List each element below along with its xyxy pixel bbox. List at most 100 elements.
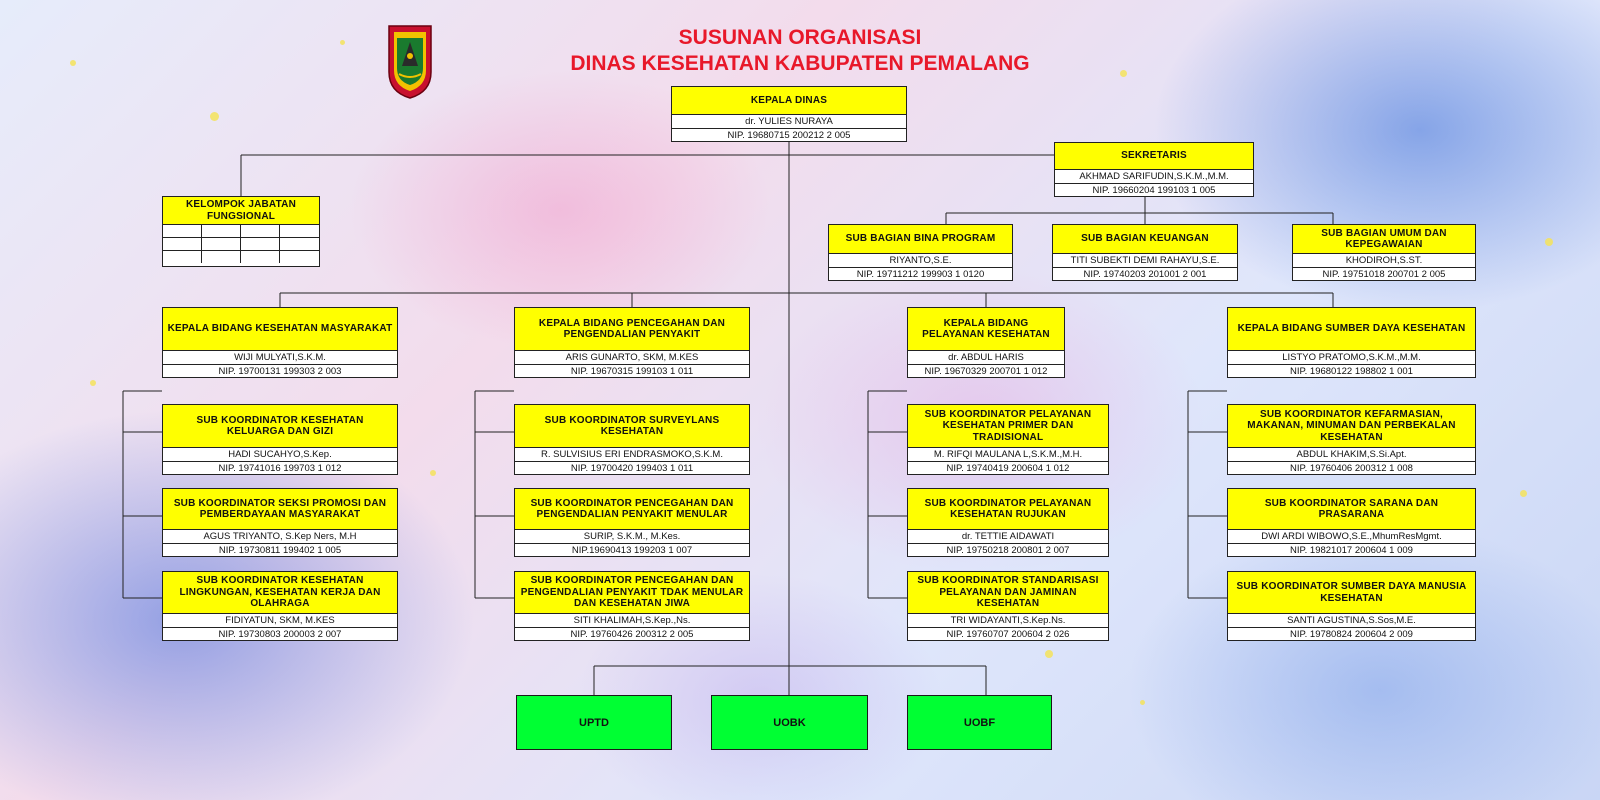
box-title: KEPALA BIDANG PELAYANAN KESEHATAN (908, 308, 1064, 351)
box-title: SUB KOORDINATOR SUMBER DAYA MANUSIA KESE… (1228, 572, 1475, 614)
sekretaris-box: SEKRETARIS AKHMAD SARIFUDIN,S.K.M.,M.M. … (1054, 142, 1254, 197)
box-title: SUB KOORDINATOR PELAYANAN KESEHATAN PRIM… (908, 405, 1108, 448)
official-name: AKHMAD SARIFUDIN,S.K.M.,M.M. (1055, 170, 1253, 184)
unit-uobk-box: UOBK (711, 695, 868, 750)
official-nip: NIP. 19740203 201001 2 001 (1083, 269, 1207, 280)
official-nip: NIP. 19741016 199703 1 012 (218, 463, 342, 474)
official-name: ARIS GUNARTO, SKM, M.KES (515, 351, 749, 365)
regency-crest-icon (388, 25, 432, 99)
official-nip: NIP. 19680715 200212 2 005 (727, 130, 851, 141)
box-title: KEPALA BIDANG PENCEGAHAN DAN PENGENDALIA… (515, 308, 749, 351)
official-name: TRI WIDAYANTI,S.Kep.Ns. (908, 614, 1108, 628)
official-nip: NIP. 19730811 199402 1 005 (218, 545, 342, 556)
page-title-line2: DINAS KESEHATAN KABUPATEN PEMALANG (570, 52, 1030, 75)
sub-koordinator-box: SUB KOORDINATOR STANDARISASI PELAYANAN D… (907, 571, 1109, 641)
box-title: SUB KOORDINATOR PELAYANAN KESEHATAN RUJU… (908, 489, 1108, 530)
official-name: RIYANTO,S.E. (829, 254, 1012, 268)
official-nip: NIP. 19680122 198802 1 001 (1290, 366, 1413, 377)
sub-bagian-keuangan-box: SUB BAGIAN KEUANGAN TITI SUBEKTI DEMI RA… (1052, 224, 1238, 281)
official-nip: NIP. 19760406 200312 1 008 (1290, 463, 1413, 474)
sparkle (1545, 238, 1553, 246)
box-title: SUB KOORDINATOR KESEHATAN LINGKUNGAN, KE… (163, 572, 397, 614)
box-title: KELOMPOK JABATAN FUNGSIONAL (163, 197, 319, 225)
official-nip: NIP. 19750218 200801 2 007 (946, 545, 1070, 556)
sub-koordinator-box: SUB KOORDINATOR SURVEYLANS KESEHATAN R. … (514, 404, 750, 475)
sub-koordinator-box: SUB KOORDINATOR SARANA DAN PRASARANA DWI… (1227, 488, 1476, 557)
sparkle (1045, 650, 1053, 658)
box-title: SUB KOORDINATOR STANDARISASI PELAYANAN D… (908, 572, 1108, 614)
box-title: KEPALA DINAS (672, 87, 906, 115)
sparkle (1140, 700, 1145, 705)
fungsional-box: KELOMPOK JABATAN FUNGSIONAL (162, 196, 320, 267)
sub-koordinator-box: SUB KOORDINATOR KESEHATAN KELUARGA DAN G… (162, 404, 398, 475)
sub-koordinator-box: SUB KOORDINATOR KEFARMASIAN, MAKANAN, MI… (1227, 404, 1476, 475)
box-title: SUB BAGIAN KEUANGAN (1053, 225, 1237, 254)
sub-koordinator-box: SUB KOORDINATOR PENCEGAHAN DAN PENGENDAL… (514, 488, 750, 557)
official-nip: NIP. 19660204 199103 1 005 (1092, 185, 1216, 196)
box-title: SUB KOORDINATOR PENCEGAHAN DAN PENGENDAL… (515, 572, 749, 614)
official-nip: NIP. 19711212 199903 1 0120 (856, 269, 985, 280)
sub-koordinator-box: SUB KOORDINATOR PENCEGAHAN DAN PENGENDAL… (514, 571, 750, 641)
sub-koordinator-box: SUB KOORDINATOR PELAYANAN KESEHATAN PRIM… (907, 404, 1109, 475)
sparkle (90, 380, 96, 386)
official-nip: NIP. 19700420 199403 1 011 (570, 463, 694, 474)
official-name: SANTI AGUSTINA,S.Sos,M.E. (1228, 614, 1475, 628)
box-title: SUB KOORDINATOR PENCEGAHAN DAN PENGENDAL… (515, 489, 749, 530)
bidang-sdk-box: KEPALA BIDANG SUMBER DAYA KESEHATAN LIST… (1227, 307, 1476, 378)
sub-koordinator-box: SUB KOORDINATOR SEKSI PROMOSI DAN PEMBER… (162, 488, 398, 557)
official-nip: NIP. 19760707 200604 2 026 (946, 629, 1070, 640)
official-name: ABDUL KHAKIM,S.Si.Apt. (1228, 448, 1475, 462)
box-title: SEKRETARIS (1055, 143, 1253, 170)
box-title: SUB KOORDINATOR KESEHATAN KELUARGA DAN G… (163, 405, 397, 448)
sparkle (70, 60, 76, 66)
box-title: SUB BAGIAN UMUM DAN KEPEGAWAIAN (1293, 225, 1475, 254)
box-title: SUB BAGIAN BINA PROGRAM (829, 225, 1012, 254)
official-name: WIJI MULYATI,S.K.M. (163, 351, 397, 365)
official-nip: NIP.19690413 199203 1 007 (571, 545, 693, 556)
official-nip: NIP. 19670315 199103 1 011 (570, 366, 694, 377)
official-name: KHODIROH,S.ST. (1293, 254, 1475, 268)
official-name: DWI ARDI WIBOWO,S.E.,MhumResMgmt. (1228, 530, 1475, 544)
box-title: SUB KOORDINATOR SURVEYLANS KESEHATAN (515, 405, 749, 448)
bidang-kesmas-box: KEPALA BIDANG KESEHATAN MASYARAKAT WIJI … (162, 307, 398, 378)
official-nip: NIP. 19751018 200701 2 005 (1322, 269, 1446, 280)
official-name: R. SULVISIUS ERI ENDRASMOKO,S.K.M. (515, 448, 749, 462)
official-name: dr. YULIES NURAYA (672, 115, 906, 129)
official-nip: NIP. 19700131 199303 2 003 (218, 366, 342, 377)
box-title: SUB KOORDINATOR SARANA DAN PRASARANA (1228, 489, 1475, 530)
page-title-line1: SUSUNAN ORGANISASI (678, 26, 922, 49)
sparkle (1520, 490, 1527, 497)
bidang-p2p-box: KEPALA BIDANG PENCEGAHAN DAN PENGENDALIA… (514, 307, 750, 378)
sparkle (340, 40, 345, 45)
official-nip: NIP. 19760426 200312 2 005 (570, 629, 694, 640)
official-nip: NIP. 19740419 200604 1 012 (946, 463, 1070, 474)
official-nip: NIP. 19780824 200604 2 009 (1290, 629, 1413, 640)
official-name: AGUS TRIYANTO, S.Kep Ners, M.H (163, 530, 397, 544)
official-nip: NIP. 19670329 200701 1 012 (924, 366, 1048, 377)
official-name: HADI SUCAHYO,S.Kep. (163, 448, 397, 462)
sparkle (430, 470, 436, 476)
fungsional-grid (163, 225, 319, 263)
official-name: SURIP, S.K.M., M.Kes. (515, 530, 749, 544)
box-title: KEPALA BIDANG SUMBER DAYA KESEHATAN (1228, 308, 1475, 351)
official-name: FIDIYATUN, SKM, M.KES (163, 614, 397, 628)
official-nip: NIP. 19821017 200604 1 009 (1290, 545, 1413, 556)
sub-koordinator-box: SUB KOORDINATOR PELAYANAN KESEHATAN RUJU… (907, 488, 1109, 557)
official-name: dr. TETTIE AIDAWATI (908, 530, 1108, 544)
sparkle (210, 112, 219, 121)
box-title: SUB KOORDINATOR SEKSI PROMOSI DAN PEMBER… (163, 489, 397, 530)
bidang-pelayanan-box: KEPALA BIDANG PELAYANAN KESEHATAN dr. AB… (907, 307, 1065, 378)
sparkle (1120, 70, 1127, 77)
sub-bagian-bina-program-box: SUB BAGIAN BINA PROGRAM RIYANTO,S.E. NIP… (828, 224, 1013, 281)
official-nip: NIP. 19730803 200003 2 007 (218, 629, 342, 640)
sub-koordinator-box: SUB KOORDINATOR SUMBER DAYA MANUSIA KESE… (1227, 571, 1476, 641)
official-name: M. RIFQI MAULANA L,S.K.M.,M.H. (908, 448, 1108, 462)
official-name: LISTYO PRATOMO,S.K.M.,M.M. (1228, 351, 1475, 365)
kepala-dinas-box: KEPALA DINAS dr. YULIES NURAYA NIP. 1968… (671, 86, 907, 142)
unit-uobf-box: UOBF (907, 695, 1052, 750)
unit-uptd-box: UPTD (516, 695, 672, 750)
box-title: SUB KOORDINATOR KEFARMASIAN, MAKANAN, MI… (1228, 405, 1475, 448)
sub-bagian-umum-box: SUB BAGIAN UMUM DAN KEPEGAWAIAN KHODIROH… (1292, 224, 1476, 281)
box-title: KEPALA BIDANG KESEHATAN MASYARAKAT (163, 308, 397, 351)
